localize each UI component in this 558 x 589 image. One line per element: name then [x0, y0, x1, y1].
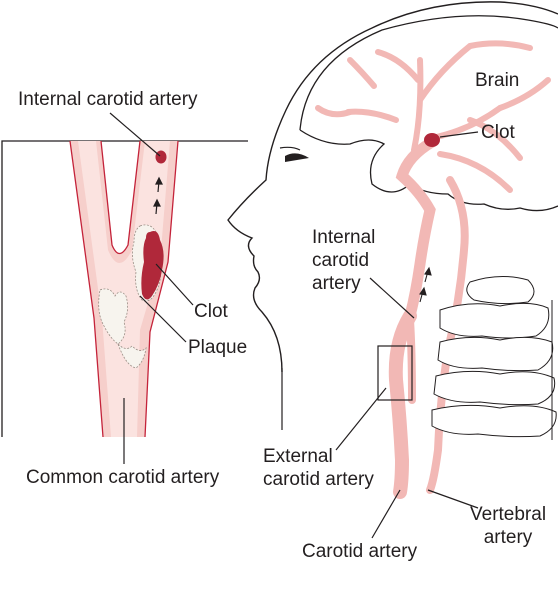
brain-arteries	[315, 40, 551, 193]
label-clot-inset: Clot	[194, 301, 228, 322]
brain-clot	[424, 133, 440, 147]
inset-clot	[141, 231, 164, 300]
label-external-carotid-line2: carotid artery	[263, 469, 374, 490]
internal-carotid-head	[395, 136, 438, 322]
inset-plaque-bottom	[117, 343, 147, 369]
inset-artery-lumen	[78, 141, 170, 437]
leader-internal-carotid-inset	[109, 112, 161, 157]
head-flow-arrows	[419, 266, 432, 303]
label-internal-carotid-head-line1: Internal	[312, 227, 376, 248]
vertebrae	[431, 276, 557, 438]
inset-plaque-left	[98, 288, 128, 345]
inset-panel	[1, 112, 248, 464]
external-carotid-head	[388, 309, 417, 499]
inset-artery-outline	[69, 140, 179, 438]
label-external-carotid: External carotid artery	[263, 445, 374, 491]
label-plaque: Plaque	[188, 337, 248, 358]
head-figure	[227, 1, 558, 539]
label-internal-carotid-head: Internal carotid artery	[312, 226, 375, 295]
head-profile	[227, 1, 558, 373]
label-brain: Brain	[475, 70, 520, 91]
eyebrow	[279, 146, 301, 151]
label-vertebral-artery-line1: Vertebral	[470, 504, 547, 525]
label-external-carotid-line1: External	[263, 446, 333, 467]
label-internal-carotid-head-line2: carotid	[312, 250, 370, 271]
label-internal-carotid-head-line3: artery	[312, 273, 361, 294]
leader-carotid-artery	[371, 489, 401, 539]
label-vertebral-artery-line2: artery	[483, 527, 533, 548]
label-common-carotid: Common carotid artery	[26, 467, 220, 488]
leader-plaque	[139, 295, 187, 343]
label-vertebral-artery: Vertebral artery	[470, 503, 546, 549]
label-clot-brain: Clot	[481, 122, 515, 143]
inset-small-clot	[155, 150, 167, 164]
leader-clot-brain	[439, 131, 479, 138]
leader-internal-carotid-head	[369, 277, 415, 319]
eye	[285, 153, 309, 162]
neck-inset-box	[377, 345, 413, 401]
leader-clot-inset	[155, 263, 194, 306]
label-carotid-artery: Carotid artery	[302, 541, 418, 562]
leader-external-carotid	[335, 387, 387, 451]
label-internal-carotid-inset: Internal carotid artery	[18, 89, 198, 110]
leader-vertebral	[427, 489, 479, 509]
inset-flow-arrows	[153, 176, 163, 215]
